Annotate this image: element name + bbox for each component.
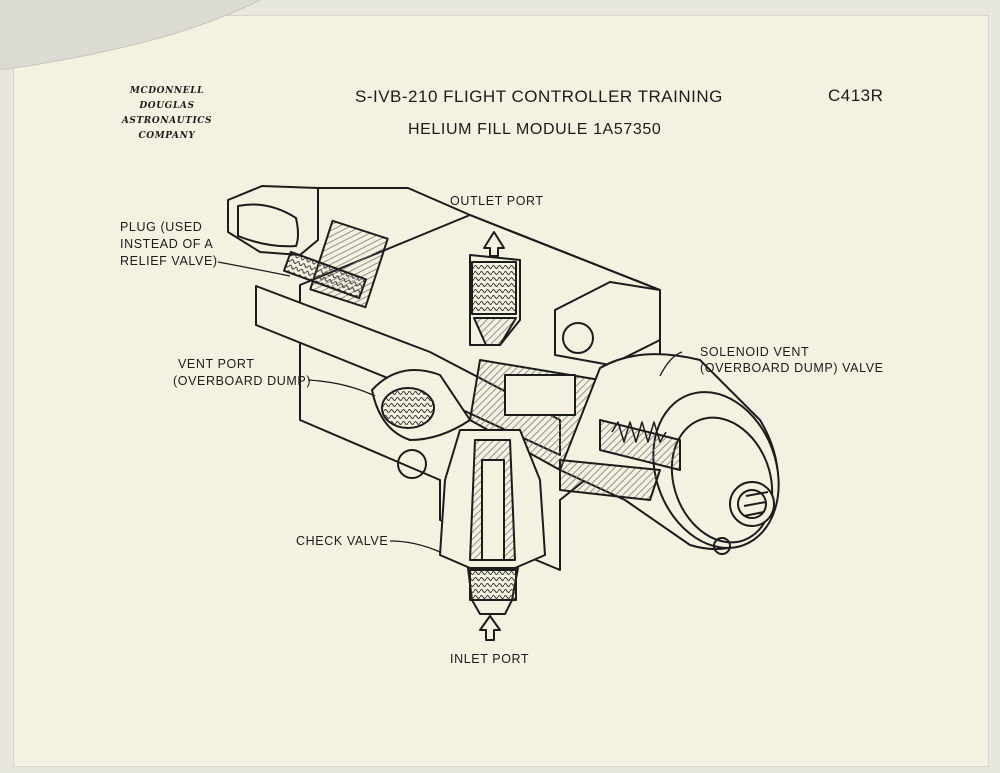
company-line-2: DOUGLAS bbox=[139, 101, 195, 111]
page-curl bbox=[0, 0, 261, 70]
solenoid-label-line-1: SOLENOID VENT bbox=[700, 345, 810, 359]
outlet-port-label: OUTLET PORT bbox=[450, 194, 544, 208]
company-line-4: COMPANY bbox=[138, 131, 196, 141]
plug-leader bbox=[217, 261, 291, 277]
document-title: S-IVB-210 FLIGHT CONTROLLER TRAINING bbox=[355, 87, 723, 106]
plug-label-line-3: RELIEF VALVE) bbox=[120, 254, 218, 268]
check-valve-label: CHECK VALVE bbox=[296, 534, 389, 548]
vent-port-label-line-2: (OVERBOARD DUMP) bbox=[173, 374, 312, 388]
company-line-3: ASTRONAUTICS bbox=[121, 116, 213, 126]
plug-label-line-2: INSTEAD OF A bbox=[120, 237, 214, 251]
inlet-port-label: INLET PORT bbox=[450, 652, 530, 666]
company-line-1: MCDONNELL bbox=[129, 86, 205, 96]
plug-housing bbox=[227, 185, 319, 256]
check-valve-leader bbox=[389, 540, 441, 553]
outlet-arrow bbox=[483, 231, 505, 257]
document-code: C413R bbox=[828, 86, 884, 105]
valve-block bbox=[554, 281, 661, 366]
vent-port-label-line-1: VENT PORT bbox=[178, 357, 255, 371]
inlet-arrow bbox=[479, 615, 501, 641]
solenoid-leader bbox=[659, 351, 683, 377]
vent-leader bbox=[307, 379, 376, 397]
solenoid-label-line-2: (OVERBOARD DUMP) VALVE bbox=[700, 361, 884, 375]
company-logo: MCDONNELL DOUGLAS ASTRONAUTICS COMPANY bbox=[112, 84, 222, 144]
plug-label-line-1: PLUG (USED bbox=[120, 220, 203, 234]
document-subtitle: HELIUM FILL MODULE 1A57350 bbox=[408, 121, 662, 138]
